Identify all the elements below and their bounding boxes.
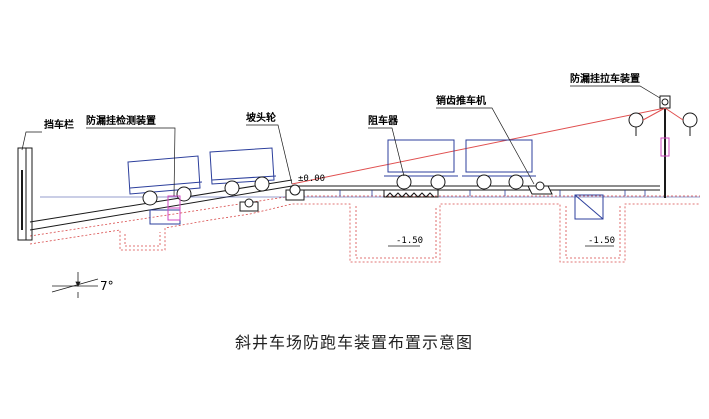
stop-bar [17,147,33,241]
cart-left-wheels [142,176,270,206]
cart-right-2 [462,139,536,177]
dim-pit-left: -1.50 [396,236,423,246]
angle-marker [51,272,99,298]
label-anti-leak-device: 防漏挂拉车装置 [570,72,640,85]
leader-lines [21,85,661,197]
slope-wheel-device [285,184,305,201]
cart-left-2 [209,147,277,185]
cart-right-1 [384,139,458,177]
label-blocker: 阻车器 [368,114,399,127]
diagram-caption: 斜井车场防跑车装置布置示意图 [235,333,473,352]
mount-block [239,198,259,212]
label-pin-pusher: 销齿推车机 [436,94,486,107]
label-leak-detector: 防漏挂检测装置 [86,114,156,127]
rope-line [291,107,666,185]
blocker-device [383,189,439,198]
label-stop-bar: 挡车栏 [44,118,74,131]
cart-left-1 [127,155,203,195]
label-slope-wheel: 坡头轮 [246,111,276,124]
dim-pit-right: -1.50 [588,236,615,246]
track-sleepers [339,190,646,196]
cart-right-wheels [396,174,524,190]
angle-label: 7° [100,279,114,293]
anti-leak-pull-device [628,95,698,198]
pin-pusher-device [527,181,553,195]
pit-frames [149,194,604,225]
ground-surface [29,179,660,231]
dim-zero-level: ±0.00 [298,174,325,184]
